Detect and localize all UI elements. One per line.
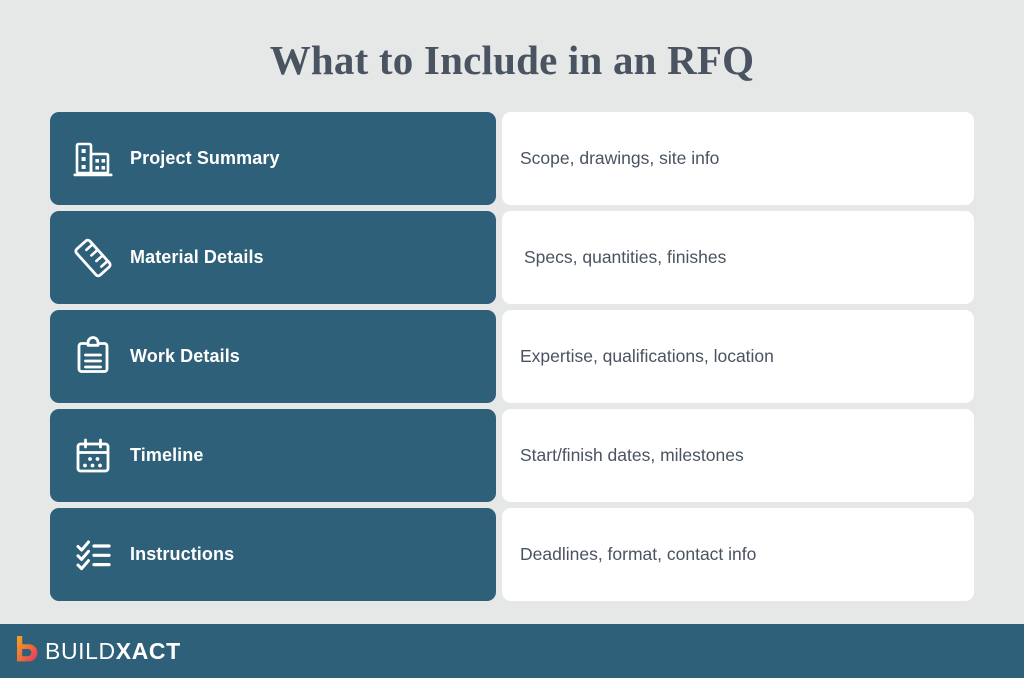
checklist-row: Material Details Specs, quantities, fini… xyxy=(50,211,974,304)
row-detail-label: Deadlines, format, contact info xyxy=(520,543,757,564)
checklist-icon xyxy=(70,532,116,578)
row-category-card[interactable]: Work Details xyxy=(50,310,496,403)
ruler-icon xyxy=(70,235,116,281)
row-detail-card[interactable]: Scope, drawings, site info xyxy=(502,112,974,205)
row-category-card[interactable]: Instructions xyxy=(50,508,496,601)
row-category-card[interactable]: Material Details xyxy=(50,211,496,304)
row-detail-card[interactable]: Start/finish dates, milestones xyxy=(502,409,974,502)
buildxact-b-mark-icon xyxy=(14,634,40,669)
row-detail-label: Start/finish dates, milestones xyxy=(520,444,744,465)
buildings-icon xyxy=(70,136,116,182)
row-category-card[interactable]: Timeline xyxy=(50,409,496,502)
row-detail-label: Scope, drawings, site info xyxy=(520,147,720,168)
page-title: What to Include in an RFQ xyxy=(269,37,755,83)
row-category-label: Timeline xyxy=(130,444,204,465)
rfq-checklist: Project Summary Scope, drawings, site in… xyxy=(50,112,974,601)
checklist-row: Timeline Start/finish dates, milestones xyxy=(50,409,974,502)
checklist-row: Project Summary Scope, drawings, site in… xyxy=(50,112,974,205)
row-detail-card[interactable]: Deadlines, format, contact info xyxy=(502,508,974,601)
checklist-row: Work Details Expertise, qualifications, … xyxy=(50,310,974,403)
row-detail-label: Specs, quantities, finishes xyxy=(524,246,727,267)
checklist-row: Instructions Deadlines, format, contact … xyxy=(50,508,974,601)
logo-text-light: BUILD xyxy=(45,637,116,664)
row-category-label: Material Details xyxy=(130,246,264,267)
row-category-label: Work Details xyxy=(130,345,240,366)
logo-text-bold: XACT xyxy=(115,637,181,664)
buildxact-logo[interactable]: BUILDXACT xyxy=(14,634,181,669)
clipboard-icon xyxy=(70,334,116,380)
row-detail-card[interactable]: Specs, quantities, finishes xyxy=(502,211,974,304)
row-detail-card[interactable]: Expertise, qualifications, location xyxy=(502,310,974,403)
footer-bar: BUILDXACT xyxy=(0,624,1024,678)
row-category-label: Instructions xyxy=(130,543,235,564)
calendar-icon xyxy=(70,433,116,479)
row-category-card[interactable]: Project Summary xyxy=(50,112,496,205)
row-detail-label: Expertise, qualifications, location xyxy=(520,345,774,366)
buildxact-wordmark: BUILDXACT xyxy=(45,637,181,664)
row-category-label: Project Summary xyxy=(130,147,280,168)
